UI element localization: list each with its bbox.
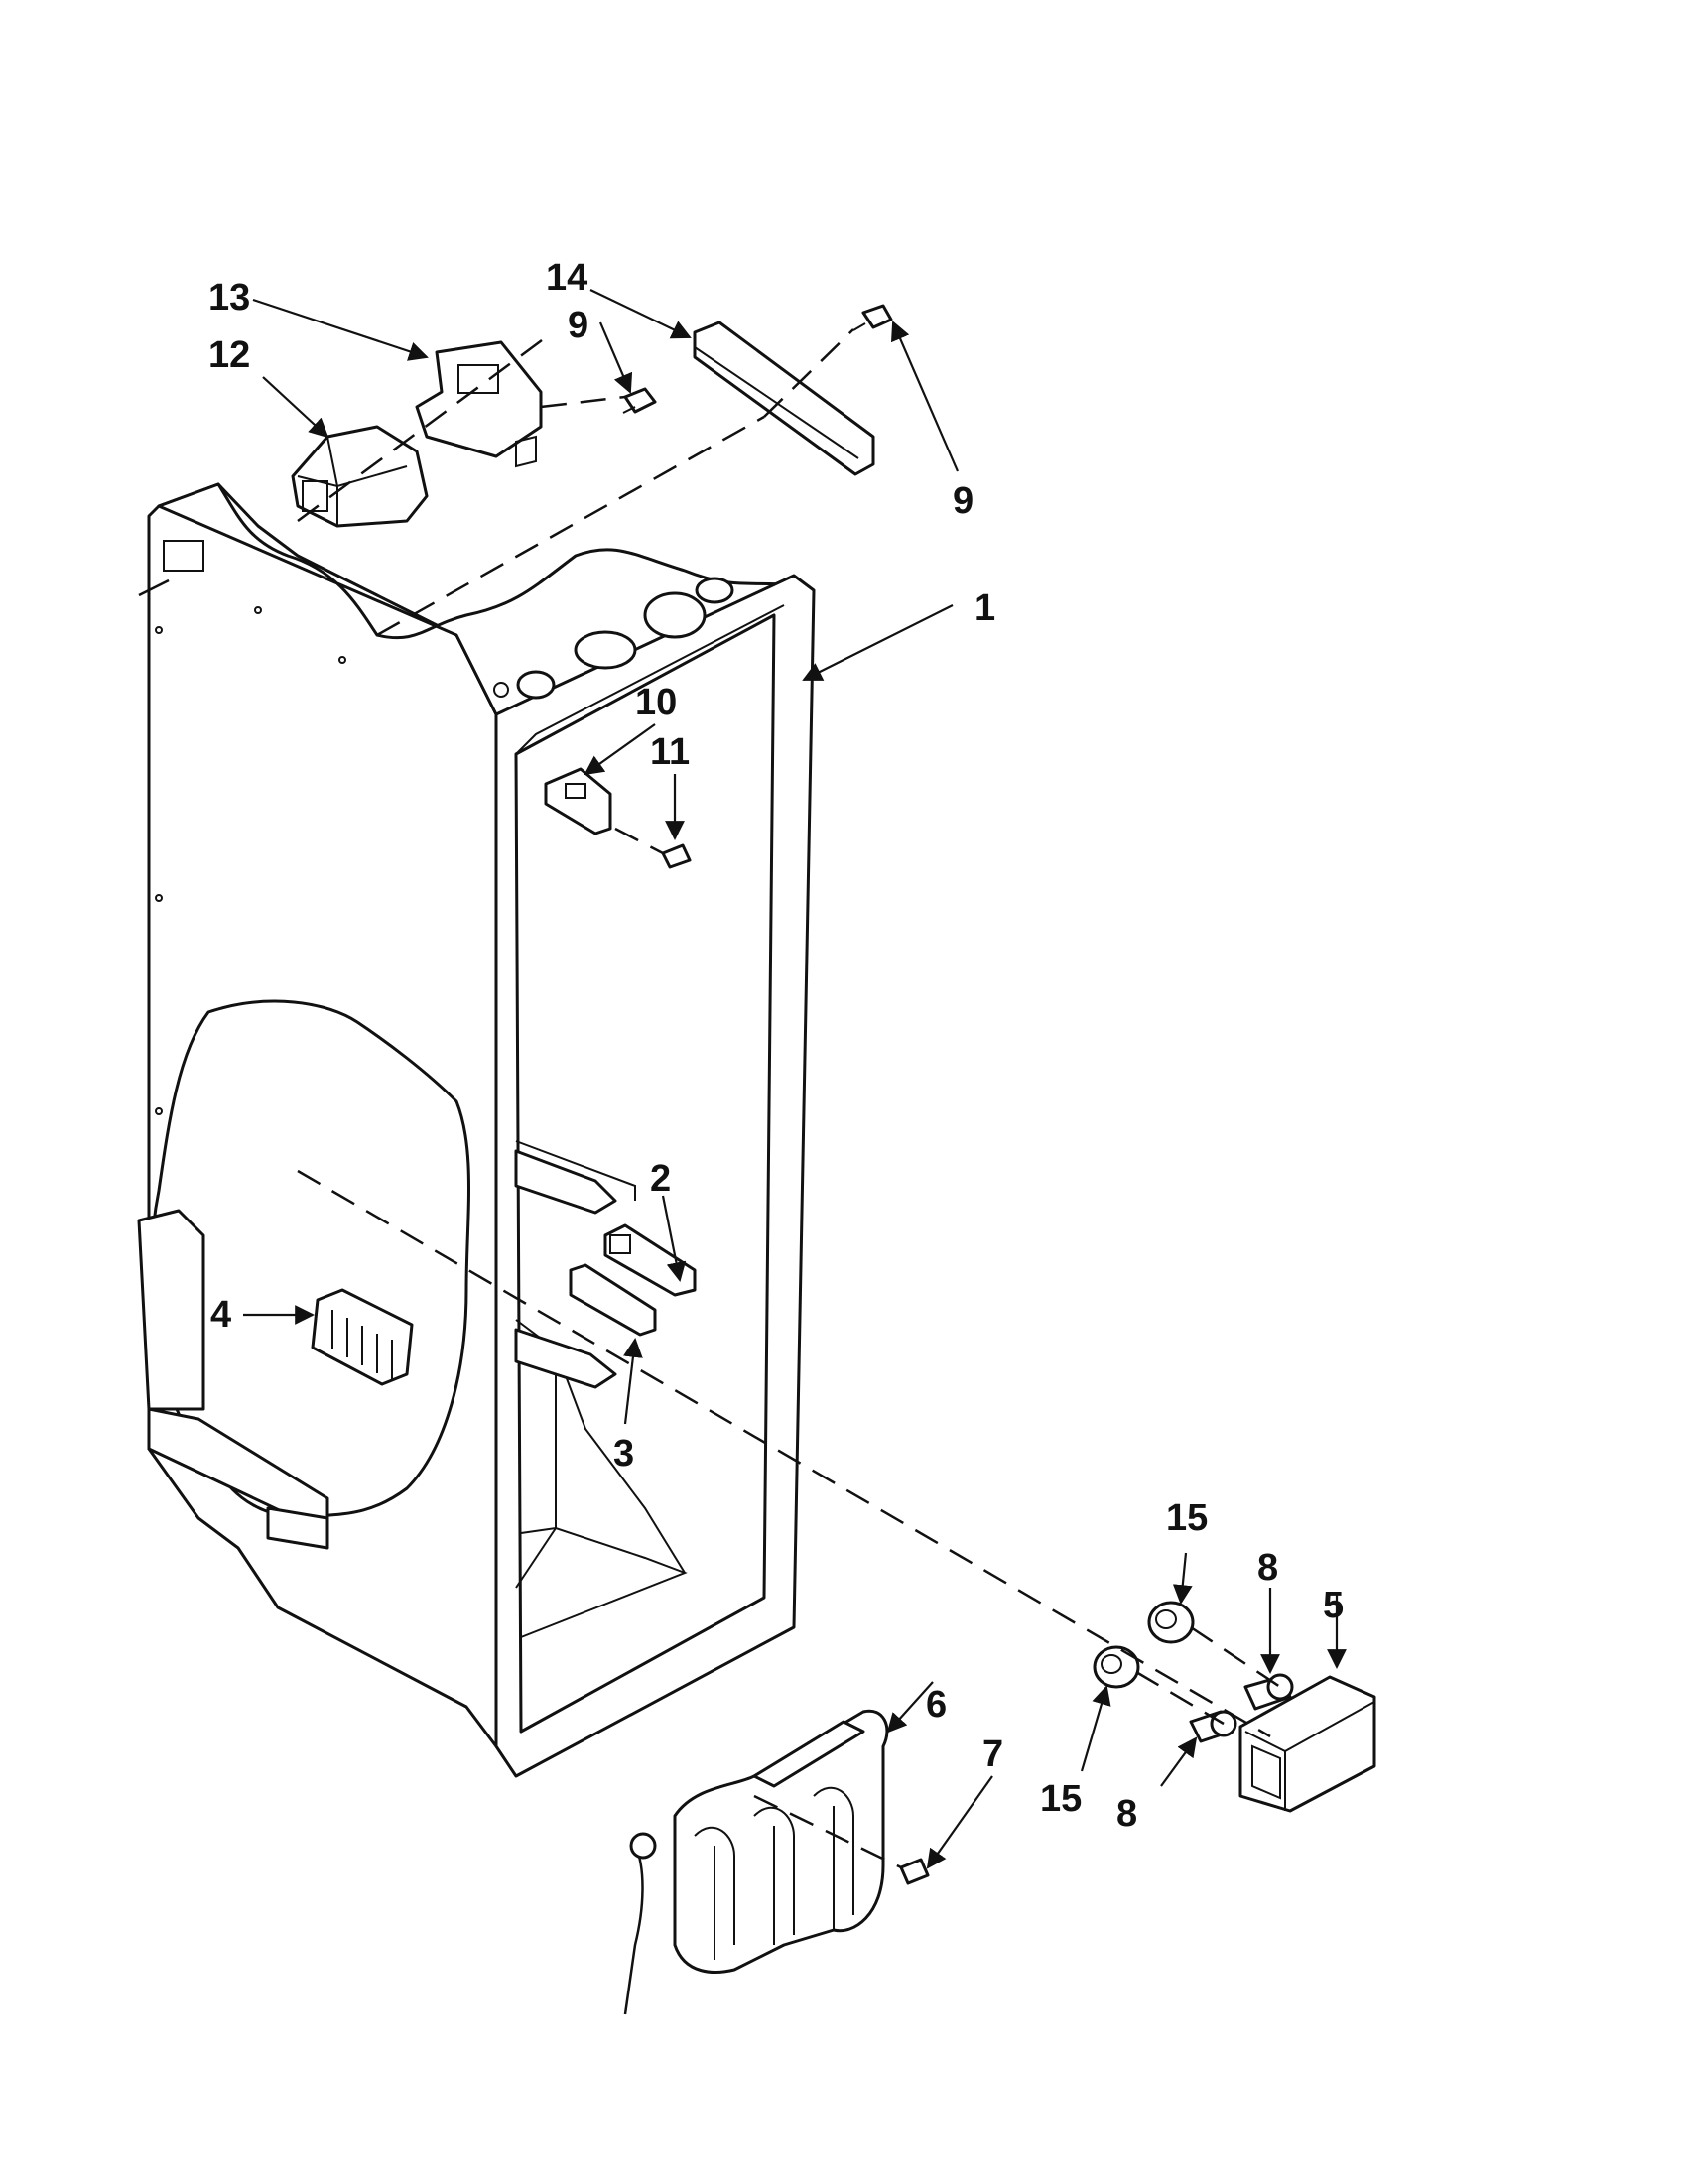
callout-15-top: 15 (1166, 1497, 1208, 1539)
grille-4 (311, 1288, 414, 1386)
top-rail (693, 321, 875, 476)
callout-10: 10 (635, 682, 677, 723)
assembly-lines (297, 328, 1281, 1869)
grommet-15-top (1147, 1601, 1195, 1644)
screw-9-left (622, 387, 657, 414)
control-mounting-bracket (415, 340, 543, 468)
leader-lines (243, 289, 1347, 1869)
grommet-15-bottom (1093, 1645, 1140, 1689)
screw-7 (899, 1858, 930, 1885)
callout-7: 7 (982, 1734, 1003, 1775)
screw-9-right (852, 304, 893, 331)
callout-5: 5 (1323, 1585, 1344, 1626)
callout-9-right: 9 (953, 480, 974, 522)
end-cap-5 (1238, 1675, 1376, 1813)
callout-8-bottom: 8 (1116, 1793, 1137, 1835)
callout-12: 12 (208, 334, 250, 376)
bracket-10 (544, 767, 612, 835)
callout-2: 2 (650, 1158, 671, 1200)
callout-8-top: 8 (1257, 1547, 1278, 1589)
slide-3 (569, 1263, 657, 1337)
cabinet-liner (137, 482, 816, 1778)
screw-11 (661, 843, 692, 869)
callout-11: 11 (650, 731, 690, 773)
callout-13: 13 (208, 277, 250, 319)
heater-coil-6 (623, 1709, 889, 2015)
callout-3: 3 (613, 1433, 634, 1475)
callout-14: 14 (546, 257, 587, 299)
callout-labels: 13 12 9 14 9 1 10 11 2 3 4 15 8 5 6 7 15… (208, 257, 1344, 1835)
callout-4: 4 (210, 1294, 231, 1336)
callout-9-top: 9 (568, 305, 588, 346)
callout-6: 6 (926, 1684, 947, 1726)
control-housing (291, 425, 429, 528)
callout-1: 1 (974, 587, 995, 629)
callout-15-bottom: 15 (1040, 1778, 1082, 1820)
